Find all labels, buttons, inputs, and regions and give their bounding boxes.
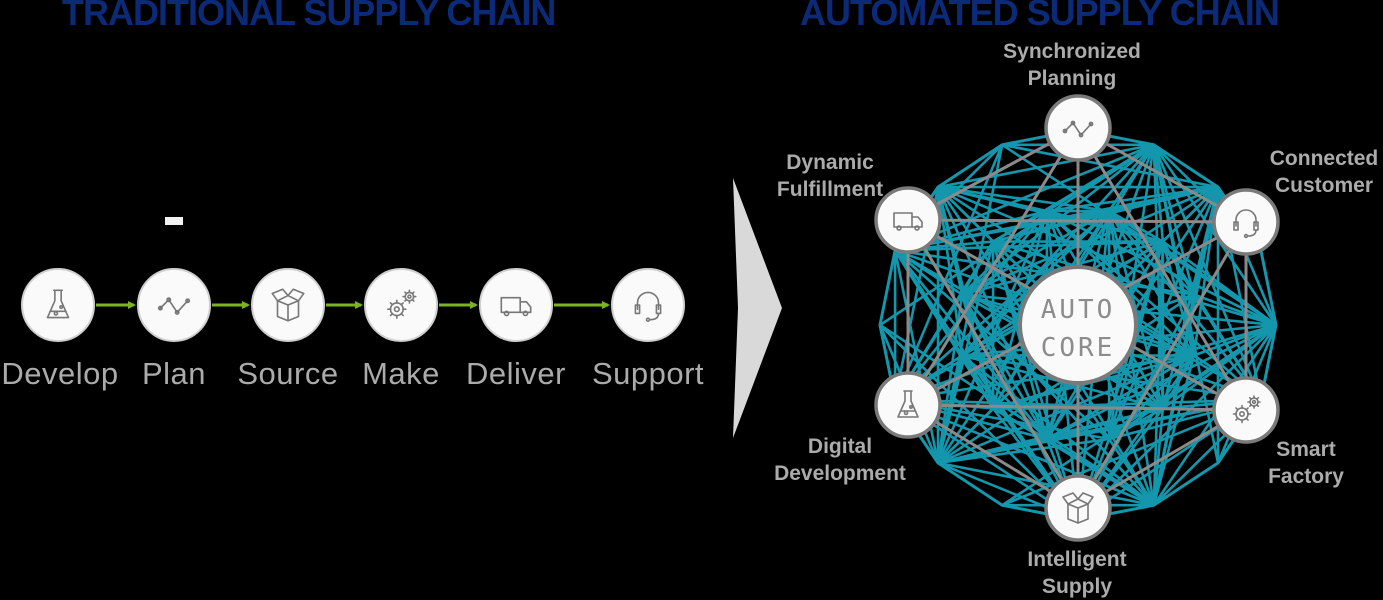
- auto-node: [874, 186, 942, 254]
- line-chart-icon: [157, 297, 191, 315]
- auto-node: [1044, 94, 1112, 162]
- auto-node-label-line: Synchronized: [1003, 40, 1141, 63]
- traditional-title: TRADITIONAL SUPPLY CHAIN: [62, 0, 556, 33]
- auto-node: [1212, 376, 1280, 444]
- mesh-link: [992, 209, 1048, 243]
- auto-node-label-line: Planning: [1027, 67, 1117, 90]
- step-label: Source: [237, 356, 339, 391]
- box-icon: [1062, 492, 1094, 524]
- auto-node-label-line: Supply: [1041, 575, 1113, 598]
- node-link: [906, 219, 1080, 509]
- mesh-link: [936, 186, 964, 356]
- auto-node: [1212, 188, 1280, 256]
- auto-node-label-line: Development: [774, 462, 906, 485]
- mesh-link: [1046, 407, 1164, 441]
- mesh-link: [1046, 323, 1277, 441]
- mesh-link: [960, 240, 995, 296]
- auto-node-label-line: Customer: [1274, 174, 1374, 197]
- gears-icon: [387, 289, 417, 319]
- gears-icon: [1232, 395, 1261, 424]
- mesh-link: [1108, 407, 1164, 441]
- core-line2: CORE: [1041, 333, 1116, 363]
- auto-node-label-line: Factory: [1268, 465, 1344, 488]
- separator-chevron: [733, 178, 782, 438]
- truck-icon: [893, 212, 923, 231]
- step-label: Plan: [141, 356, 207, 391]
- truck-icon: [500, 296, 532, 317]
- headset-icon: [634, 291, 662, 322]
- step-node: [251, 268, 325, 342]
- step-label: Make: [362, 356, 440, 391]
- mesh-link: [1161, 354, 1196, 410]
- auto-node-label-line: Intelligent: [1027, 548, 1127, 571]
- mesh-link: [937, 461, 1155, 507]
- node-link: [907, 218, 1247, 224]
- mesh-link: [937, 185, 1110, 213]
- traditional-steps: [21, 268, 685, 342]
- mesh-link: [937, 407, 995, 464]
- line-chart-icon: [1062, 120, 1094, 138]
- mesh-link: [1152, 408, 1165, 506]
- flask-icon: [897, 390, 919, 418]
- mesh-link: [1161, 240, 1196, 296]
- mesh-link: [960, 354, 995, 410]
- automated-nodes: [874, 94, 1280, 542]
- mesh-link: [1046, 143, 1155, 213]
- auto-core: AUTO CORE: [1018, 265, 1138, 385]
- core-line1: AUTO: [1041, 295, 1116, 325]
- step-node: [21, 268, 95, 342]
- mesh-link: [1152, 144, 1196, 295]
- mesh-link: [937, 437, 1110, 465]
- mesh-link: [1001, 143, 1219, 189]
- mesh-link: [1108, 323, 1277, 441]
- auto-node-label-line: Digital: [807, 435, 873, 458]
- flask-icon: [46, 289, 70, 319]
- step-label: Develop: [1, 356, 119, 391]
- step-node: [479, 268, 553, 342]
- mesh-link: [936, 186, 964, 295]
- node-link: [907, 403, 1247, 412]
- auto-node-label-line: Connected: [1269, 147, 1379, 170]
- mesh-link: [894, 249, 964, 357]
- step-node: [611, 268, 685, 342]
- mesh-link: [937, 186, 995, 243]
- step-node: [364, 268, 438, 342]
- auto-node-label-line: Fulfillment: [776, 178, 884, 201]
- dash-mark: [165, 217, 183, 225]
- mesh-link: [894, 249, 963, 296]
- mesh-link: [960, 294, 995, 409]
- box-icon: [271, 288, 305, 322]
- headset-icon: [1233, 209, 1259, 239]
- mesh-link: [1152, 355, 1196, 506]
- mesh-link: [893, 144, 1004, 401]
- mesh-link: [961, 210, 1048, 296]
- auto-node-label-line: Smart: [1276, 438, 1336, 461]
- auto-node: [874, 371, 942, 439]
- automated-title: AUTOMATED SUPPLY CHAIN: [800, 0, 1280, 33]
- node-link: [1076, 221, 1248, 509]
- step-node: [137, 268, 211, 342]
- step-label: Support: [591, 356, 705, 391]
- step-label: Deliver: [466, 356, 566, 391]
- auto-node: [1044, 474, 1112, 542]
- mesh-link: [937, 437, 1048, 465]
- mesh-link: [992, 407, 1048, 441]
- auto-node-label-line: Dynamic: [786, 151, 874, 174]
